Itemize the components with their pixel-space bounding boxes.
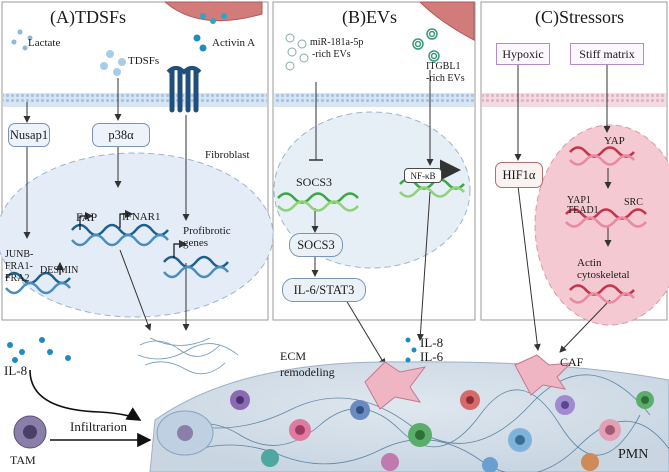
arrows-panel-a [23, 78, 190, 331]
desmin-label: DESMIN [40, 265, 79, 276]
socs3-gene-label: SOCS3 [296, 175, 333, 189]
mir-evs-label-2: -rich EVs [312, 49, 351, 60]
caf-cell-right [514, 354, 573, 396]
yap1-tead1-label-2: TEAD1 [567, 205, 599, 216]
il6-right-label: IL-6 [420, 349, 444, 364]
dna-fap-ifnar [71, 223, 169, 247]
membrane-a [3, 93, 267, 107]
arrows-panel-b [309, 70, 434, 366]
dna-src [565, 208, 647, 228]
activin-receptor-icon [166, 66, 202, 113]
nucleus-b [273, 111, 471, 269]
il6-stat3-box: IL-6/STAT3 [282, 278, 366, 302]
yap1-tead1-label-1: YAP1 [567, 195, 591, 206]
nusap1-box: Nusap1 [8, 123, 50, 147]
nfkb-box: NF-κB [404, 168, 442, 183]
ecm-label-1: ECM [280, 349, 307, 363]
junb-label-1: JUNB- [5, 249, 34, 260]
hif1a-box: HIF1α [495, 162, 543, 188]
dna-profibrotic [163, 255, 229, 279]
panel-a-frame [1, 1, 269, 321]
activin-molecules [193, 34, 207, 52]
il8-left-label: IL-8 [4, 363, 28, 378]
p38-box: p38α [92, 123, 150, 147]
blood-vessel-a [163, 1, 263, 24]
socs3-protein-box: SOCS3 [289, 233, 343, 257]
ecm-label-2: remodeling [280, 365, 335, 379]
panel-b-title: (B)EVs [342, 7, 397, 27]
il8-right-label: IL-8 [420, 335, 444, 350]
caf-label: CAF [560, 355, 584, 369]
panel-a-title: (A)TDSFs [50, 7, 127, 27]
panel-b-frame [272, 1, 476, 321]
tdsf-molecules [100, 50, 126, 76]
activin-label: Activin A [212, 37, 256, 49]
fap-label: FAP [76, 210, 98, 224]
pmn-tissue [149, 361, 669, 472]
actin-label-1: Actin [577, 257, 602, 269]
lactate-molecules [11, 29, 33, 51]
ecm-fibers [137, 337, 239, 375]
src-label: SRC [624, 197, 643, 208]
pmn-label: PMN [618, 447, 649, 462]
infiltration-arrow [29, 369, 152, 448]
dna-socs3 [277, 192, 359, 212]
panel-c-title: (C)Stressors [535, 7, 624, 27]
il8-dots-left [7, 337, 71, 363]
itgbl1-label-2: -rich EVs [426, 73, 465, 84]
itgbl1-evs-icon [412, 28, 440, 62]
actin-label-2: cytoskeletal [577, 269, 630, 281]
fibroblast-label: Fibroblast [205, 149, 250, 161]
yap-label: YAP [604, 135, 625, 147]
hypoxic-box: Hypoxic [496, 43, 550, 65]
pmn-cluster-left [156, 410, 214, 456]
ifnar1-label: IFNAR1 [122, 211, 161, 223]
profibrotic-label-2: genes [183, 237, 209, 249]
membrane-c [482, 93, 666, 107]
caf-cell-center [364, 361, 427, 410]
itgbl1-label-1: ITGBL1 [426, 61, 461, 72]
membrane-b [274, 93, 474, 107]
infiltration-label: Infiltrarion [70, 419, 128, 434]
lactate-label: Lactate [28, 37, 61, 49]
junb-label-3: FRA2 [5, 273, 30, 284]
mir-evs-label-1: miR-181a-5p [310, 37, 364, 48]
profibrotic-label-1: Profibrotic [183, 225, 231, 237]
tam-label: TAM [10, 453, 36, 467]
blood-vessel-b [418, 1, 475, 41]
il-dots-right [405, 337, 417, 363]
junb-label-2: FRA1- [5, 261, 33, 272]
tam-cell [13, 415, 47, 449]
transcription-arrows-a [55, 209, 188, 275]
arrows-panel-c [514, 62, 612, 353]
dna-actin [569, 284, 635, 304]
dna-yap [569, 146, 635, 166]
stiff-matrix-box: Stiff matrix [570, 43, 644, 65]
mir-evs-icon [285, 33, 309, 71]
dna-desmin [5, 271, 71, 295]
tdsfs-label: TDSFs [128, 55, 160, 67]
